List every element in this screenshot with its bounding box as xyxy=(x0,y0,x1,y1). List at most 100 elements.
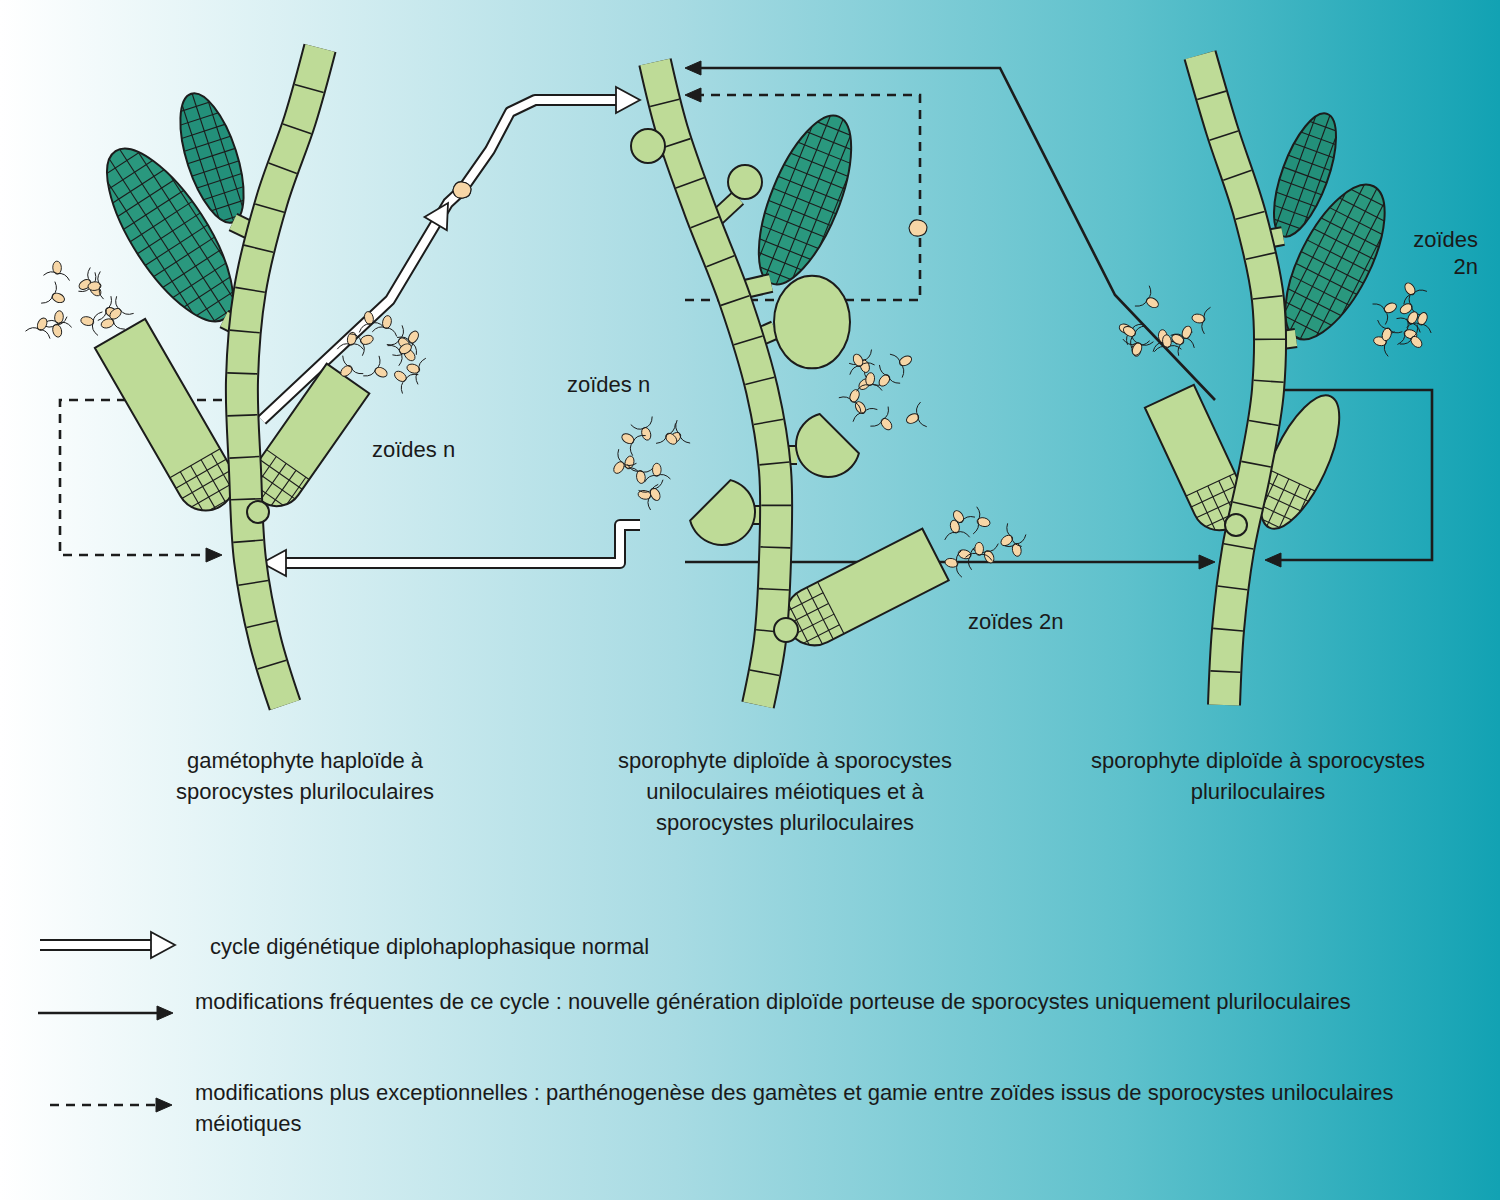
plant-caption: sporophyte diploïde à sporocystes uniloc… xyxy=(585,745,985,838)
grid-line xyxy=(260,463,286,500)
plant-caption: gamétophyte haploïde à sporocystes pluri… xyxy=(140,745,470,807)
sporocyst xyxy=(95,319,245,521)
cell-wall xyxy=(1236,211,1265,219)
zygote xyxy=(909,220,927,236)
cell-wall xyxy=(750,670,779,676)
line-sample xyxy=(32,997,179,1029)
grid-line xyxy=(260,459,303,489)
flagellum xyxy=(657,475,671,479)
sporocyst-grid xyxy=(740,104,870,296)
grid-line xyxy=(280,477,306,514)
flagellum xyxy=(1184,338,1194,348)
flagellum xyxy=(351,367,363,374)
flagellum xyxy=(88,268,91,282)
zoid xyxy=(1409,334,1424,349)
legend-text: cycle digénétique diplohaplophasique nor… xyxy=(210,931,1470,962)
flagellum xyxy=(116,296,120,310)
flagellum xyxy=(888,376,900,383)
flagellum xyxy=(631,425,645,430)
flagellum xyxy=(363,369,375,376)
zygote xyxy=(453,182,471,198)
cell-wall xyxy=(235,287,265,292)
flagellum xyxy=(852,401,861,412)
cell-wall xyxy=(1246,253,1275,260)
flagellum xyxy=(850,366,861,375)
legend-anchor: modifications fréquentes de ce cycle : n… xyxy=(195,986,1475,1017)
flagellum xyxy=(916,402,920,416)
flagellum xyxy=(853,413,864,422)
flagellum xyxy=(630,442,633,456)
arrow-shaft xyxy=(286,525,640,563)
zoid xyxy=(612,460,627,476)
grid-line xyxy=(1277,176,1354,327)
flagellum xyxy=(1154,346,1167,351)
cell-wall xyxy=(269,163,297,173)
filament xyxy=(655,62,776,705)
flagellum xyxy=(399,352,402,366)
flagellum xyxy=(106,296,111,309)
flagellum xyxy=(644,416,652,428)
flagellum xyxy=(350,334,362,342)
flagellum xyxy=(962,517,975,522)
grid-line xyxy=(205,90,247,218)
arrow-shaft xyxy=(262,100,616,420)
flagellum xyxy=(957,564,962,577)
grid-line xyxy=(96,164,205,332)
flagellum xyxy=(1412,324,1417,337)
flagellum xyxy=(337,344,350,349)
arrow-head xyxy=(206,548,222,562)
flagellum xyxy=(1147,286,1151,300)
sporocyst xyxy=(775,529,948,656)
cell-wall xyxy=(283,124,311,134)
flagellum xyxy=(890,354,900,363)
flagellum xyxy=(979,554,992,560)
grid-line xyxy=(1325,205,1387,237)
cell-wall xyxy=(229,457,259,459)
flagellum xyxy=(1389,329,1403,333)
flagellum xyxy=(639,489,653,492)
cell-wall xyxy=(1218,586,1248,590)
arrow-shaft xyxy=(701,68,1215,400)
flagellum xyxy=(648,496,651,510)
cell-wall xyxy=(759,589,789,590)
legend-anchor: cycle digénétique diplohaplophasique nor… xyxy=(210,931,1470,962)
grid-line xyxy=(1300,188,1377,339)
arrow-head xyxy=(685,61,701,75)
sporocyst-outline xyxy=(740,104,870,296)
flagellum xyxy=(652,480,663,489)
zoid xyxy=(1145,296,1161,310)
flagellum xyxy=(656,435,667,444)
cell-wall xyxy=(227,415,257,416)
grid-line xyxy=(1301,251,1363,283)
flagellum xyxy=(419,358,426,370)
legend-text: modifications fréquentes de ce cycle : n… xyxy=(195,986,1475,1017)
grid-line xyxy=(796,593,822,645)
label-anchor: zoïdes 2n xyxy=(1413,226,1478,280)
flagellum xyxy=(397,337,410,342)
sporocyst-outline xyxy=(95,319,245,521)
cycle-arrow xyxy=(262,87,640,420)
flagellum xyxy=(1400,338,1412,345)
flagellum xyxy=(1007,523,1012,536)
grid-line xyxy=(1307,240,1369,272)
arrow-head xyxy=(157,1006,173,1020)
zoid xyxy=(848,388,861,403)
filament-outline xyxy=(655,62,776,705)
flagellum xyxy=(869,385,882,391)
flagellum xyxy=(401,380,405,394)
flagellum xyxy=(1168,346,1182,350)
arrow-shaft xyxy=(40,941,151,949)
zoid xyxy=(1383,301,1398,314)
zoid xyxy=(373,365,388,379)
flagellum xyxy=(98,309,107,320)
arrow-head xyxy=(616,87,640,113)
cell-wall xyxy=(1253,296,1283,299)
sporocyst xyxy=(740,104,870,296)
zoid xyxy=(898,354,914,368)
flagellum xyxy=(57,273,69,280)
flagellum xyxy=(863,350,872,361)
flagellum xyxy=(864,408,878,412)
grid-line xyxy=(192,94,234,222)
zoid xyxy=(1122,324,1138,338)
